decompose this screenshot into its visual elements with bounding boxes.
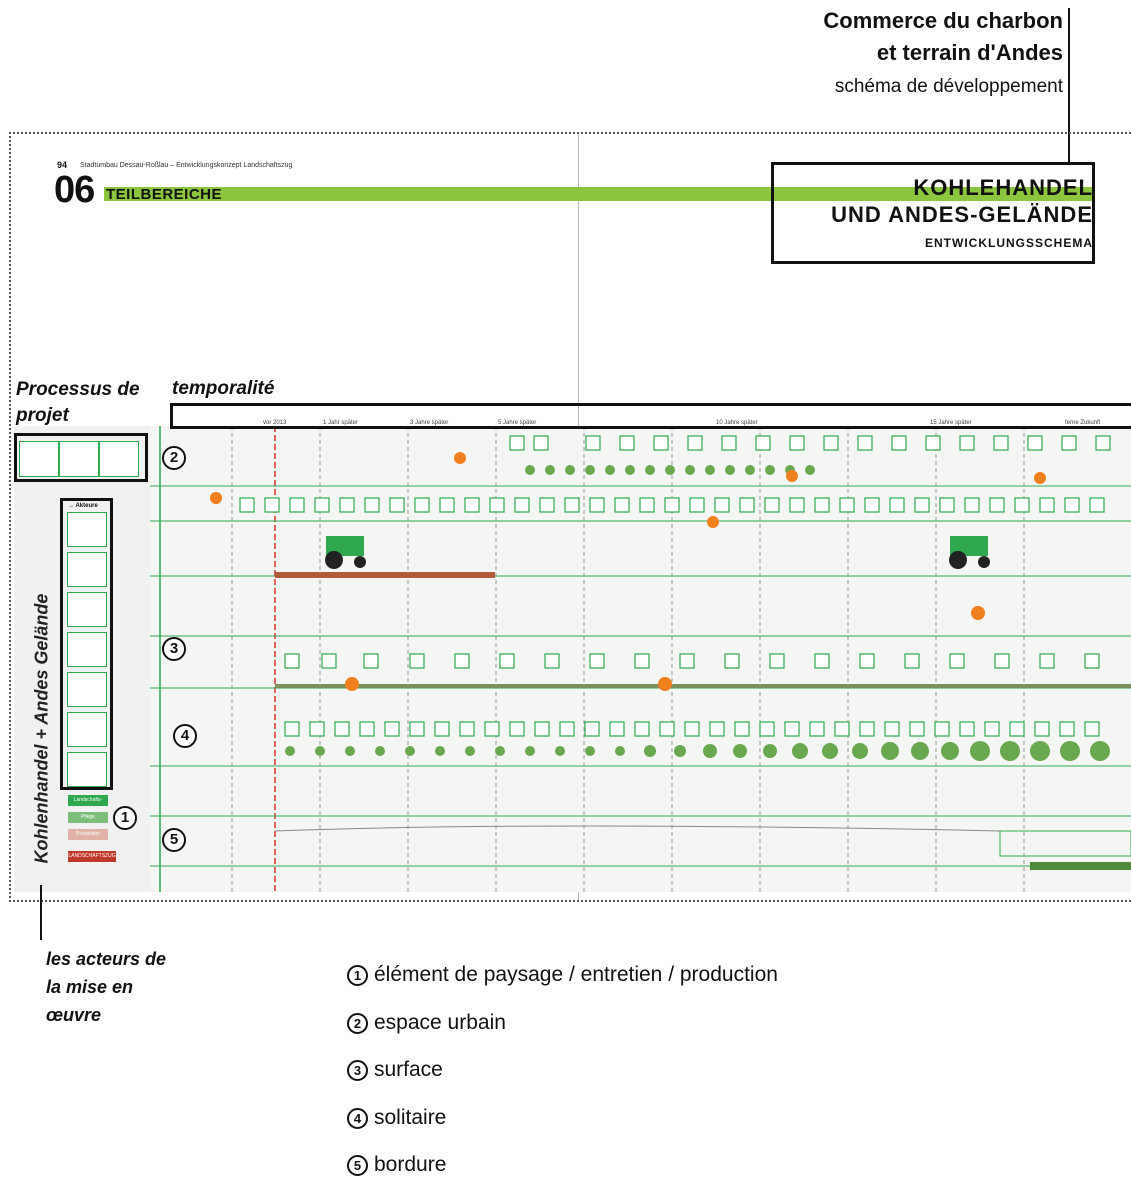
section-label: TEILBEREICHE	[106, 187, 222, 202]
tag-landschaftselement: Landschafts-element	[68, 795, 108, 806]
marker-3: 3	[162, 637, 186, 661]
legend-item-3: 3 surface	[347, 1058, 443, 1082]
marker-5: 5	[162, 828, 186, 852]
legend-number: 3	[347, 1060, 368, 1081]
legend-number: 1	[347, 965, 368, 986]
process-icon-3	[99, 441, 139, 477]
annotation-title-line2: et terrain d'Andes	[877, 40, 1063, 66]
tag-pflege: Pflege	[68, 812, 108, 823]
label-processus: Processus de projet	[16, 377, 156, 429]
label-temporalite: temporalité	[172, 378, 274, 400]
label-acteurs: les acteurs de la mise en œuvre	[46, 945, 186, 1029]
legend-item-4: 4 solitaire	[347, 1106, 446, 1130]
legend-number: 5	[347, 1155, 368, 1176]
actor-icon-6	[67, 712, 107, 747]
document-subheading: Stadtumbau Dessau-Roßlau – Entwicklungsk…	[80, 162, 292, 169]
vertical-title: Kohlenhandel + Andes Gelände	[32, 569, 53, 889]
actor-icon-2	[67, 552, 107, 587]
tag-produktion: Produktion	[68, 829, 108, 840]
process-icon-2	[59, 441, 99, 477]
process-icon-1	[19, 441, 59, 477]
legend-number: 2	[347, 1013, 368, 1034]
tag-landschaftszug: LANDSCHAFTSZUG	[68, 851, 116, 862]
legend-item-2: 2 espace urbain	[347, 1011, 506, 1035]
actor-icon-7	[67, 752, 107, 787]
diagram-svg	[150, 426, 1131, 892]
actor-icon-3	[67, 592, 107, 627]
document-title-line3: ENTWICKLUNGSSCHEMA	[925, 236, 1093, 250]
annotation-subtitle: schéma de développement	[835, 76, 1063, 98]
legend-item-5: 5 bordure	[347, 1153, 446, 1177]
actor-icon-1	[67, 512, 107, 547]
section-number: 06	[54, 170, 94, 210]
temporalite-box	[170, 403, 1131, 429]
legend-text: solitaire	[374, 1106, 446, 1130]
marker-2: 2	[162, 446, 186, 470]
legend-number: 4	[347, 1108, 368, 1129]
legend-text: surface	[374, 1058, 443, 1082]
legend-item-1: 1 élément de paysage / entretien / produ…	[347, 963, 778, 987]
marker-4: 4	[173, 724, 197, 748]
development-diagram	[150, 426, 1131, 892]
actor-icon-5	[67, 672, 107, 707]
legend-text: bordure	[374, 1153, 446, 1177]
marker-1: 1	[113, 806, 137, 830]
legend-text: élément de paysage / entretien / product…	[374, 963, 778, 987]
acteurs-pointer-line	[40, 885, 42, 940]
document-title-line1: KOHLEHANDEL	[913, 175, 1093, 201]
annotation-title-line1: Commerce du charbon	[823, 8, 1063, 34]
document-title-line2: UND ANDES-GELÄNDE	[831, 202, 1093, 228]
actor-icon-4	[67, 632, 107, 667]
legend-text: espace urbain	[374, 1011, 506, 1035]
